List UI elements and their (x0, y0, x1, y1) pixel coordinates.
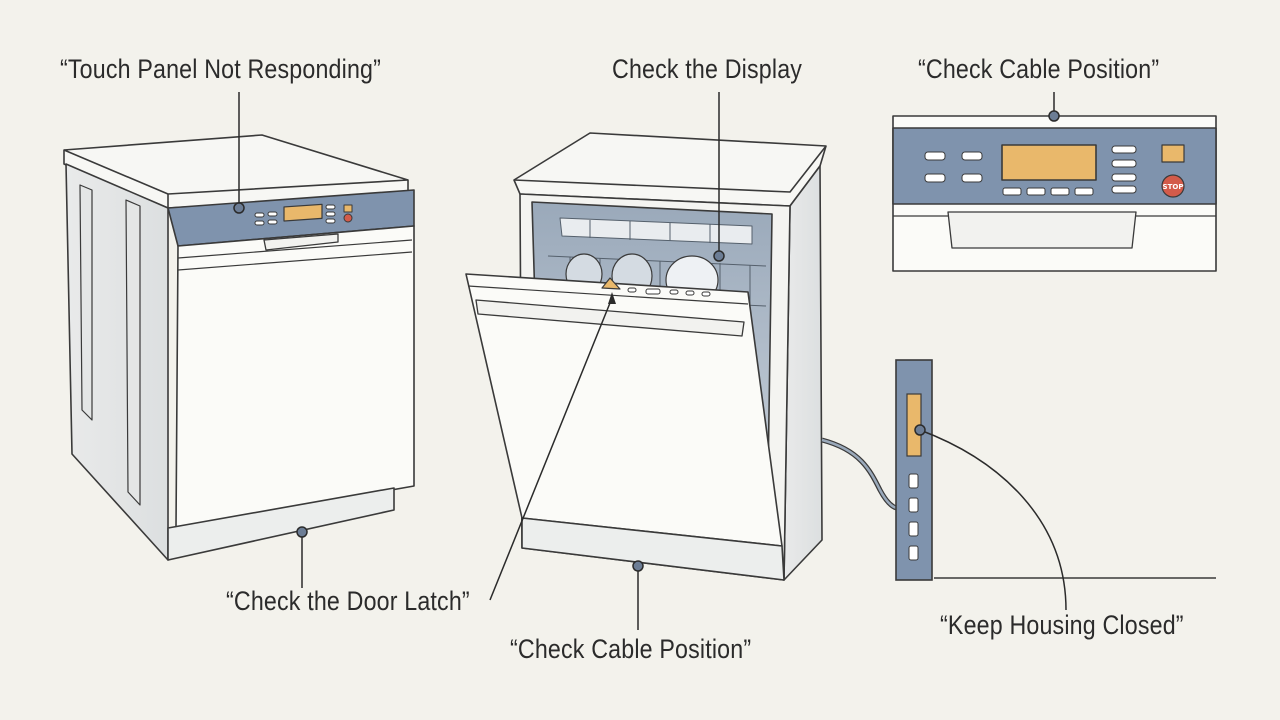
dot-touch-panel (233, 202, 245, 214)
callout-touch-panel: “Touch Panel Not Responding” (60, 54, 382, 84)
callout-keep-housing: “Keep Housing Closed” (940, 610, 1184, 640)
open-dishwasher (465, 132, 903, 581)
dot-display (713, 250, 725, 262)
callout-cable-position-top: “Check Cable Position” (918, 54, 1160, 84)
stop-button-icon (1161, 174, 1185, 198)
callout-dots (233, 110, 1060, 572)
control-panel-detail: STOP (892, 115, 1217, 272)
callout-cable-position-bottom: “Check Cable Position” (510, 634, 752, 664)
leader-keep-housing (919, 429, 1067, 611)
stop-label: STOP (1163, 183, 1184, 191)
dot-housing (914, 424, 926, 436)
dot-cable-top (1048, 110, 1060, 122)
side-housing-detail (895, 359, 1216, 581)
closed-dishwasher (63, 134, 415, 561)
callout-door-latch: “Check the Door Latch” (226, 586, 470, 616)
leader-door-latch (489, 297, 613, 601)
latch-arrow-icon (608, 292, 616, 304)
dot-left-base (296, 526, 308, 538)
dot-cable-bottom (632, 560, 644, 572)
callout-check-display: Check the Display (612, 54, 803, 84)
leader-lines (238, 92, 1067, 630)
